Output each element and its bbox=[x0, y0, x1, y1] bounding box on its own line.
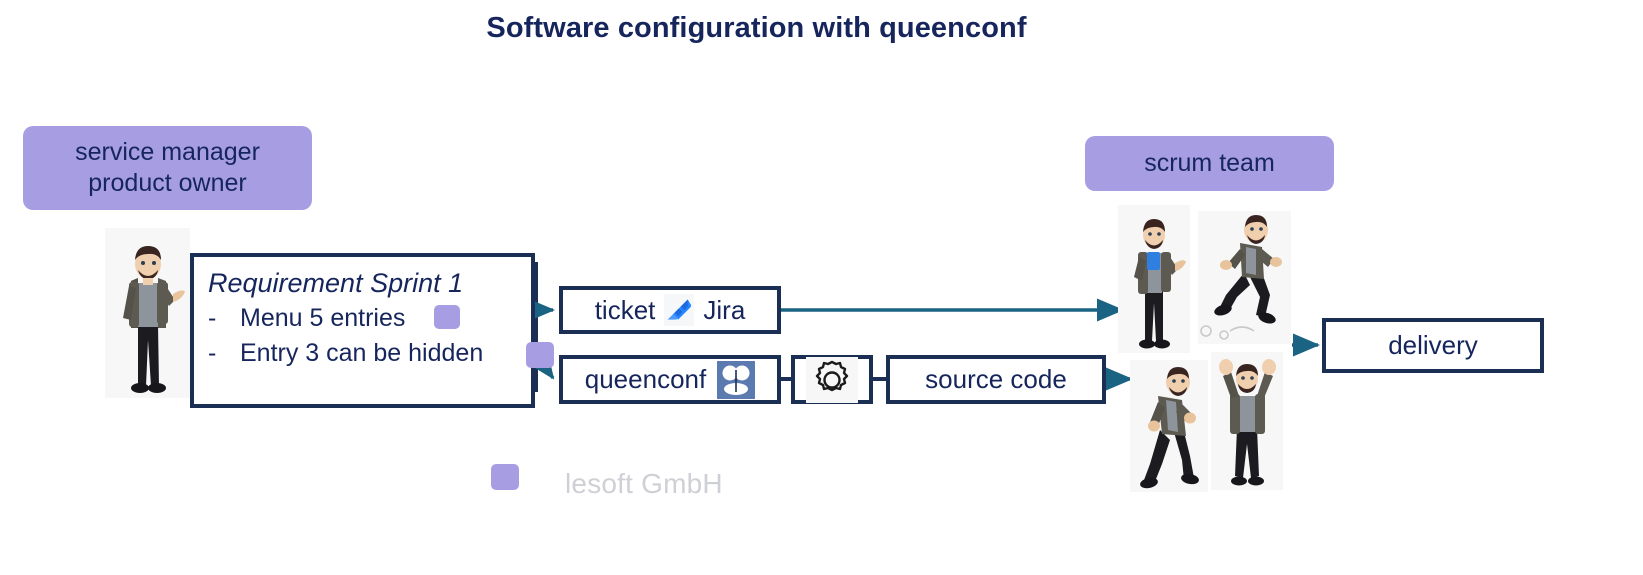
node-configuration[interactable] bbox=[791, 355, 873, 404]
avatar-team-member-phone bbox=[1118, 205, 1190, 353]
node-ticket-label: ticket bbox=[594, 294, 656, 325]
avatar-team-member-walking bbox=[1130, 360, 1208, 492]
requirement-item-1-text: Entry 3 can be hidden bbox=[240, 338, 484, 367]
requirement-item-1: - Entry 3 can be hidden bbox=[208, 336, 483, 371]
avatar-product-owner-presenting bbox=[105, 228, 190, 398]
avatar-team-member-running bbox=[1198, 211, 1291, 344]
footer-brand: lesoft GmbH bbox=[565, 468, 723, 499]
node-ticket[interactable]: ticket Jira bbox=[559, 286, 781, 334]
node-source-code[interactable]: source code bbox=[886, 355, 1106, 404]
gear-icon bbox=[806, 356, 858, 403]
role-chip-scrum-team-label: scrum team bbox=[1144, 148, 1275, 177]
requirement-item-0-bullet: - bbox=[208, 304, 217, 333]
node-queenconf[interactable]: queenconf bbox=[559, 355, 781, 404]
node-source-code-label: source code bbox=[925, 364, 1067, 394]
requirement-item-0-marker bbox=[434, 305, 460, 329]
role-chip-scrum-team[interactable]: scrum team bbox=[1085, 136, 1334, 191]
node-delivery[interactable]: delivery bbox=[1322, 318, 1544, 373]
requirement-box: Requirement Sprint 1 - Menu 5 entries - … bbox=[190, 253, 535, 408]
jira-icon bbox=[664, 294, 695, 326]
role-chip-product-owner-line1: service manager bbox=[75, 137, 260, 166]
page-title-text: Software configuration with queenconf bbox=[486, 12, 1027, 44]
footer-logo-mark bbox=[491, 464, 519, 490]
role-chip-product-owner-line2: product owner bbox=[88, 169, 247, 197]
node-ticket-tool: Jira bbox=[703, 294, 746, 325]
role-chip-product-owner[interactable]: service manager product owner bbox=[23, 126, 312, 210]
requirement-heading: Requirement Sprint 1 bbox=[208, 268, 464, 298]
requirement-item-0: - Menu 5 entries bbox=[208, 301, 405, 336]
requirement-item-1-marker bbox=[526, 342, 554, 368]
page-title: Software configuration with queenconf bbox=[0, 12, 1643, 45]
requirement-item-1-bullet: - bbox=[208, 338, 217, 367]
queenconf-icon bbox=[717, 360, 756, 399]
avatar-team-member-cheering bbox=[1211, 352, 1283, 490]
node-delivery-label: delivery bbox=[1388, 330, 1478, 360]
requirement-item-0-text: Menu 5 entries bbox=[240, 304, 406, 333]
node-queenconf-label: queenconf bbox=[584, 364, 707, 394]
